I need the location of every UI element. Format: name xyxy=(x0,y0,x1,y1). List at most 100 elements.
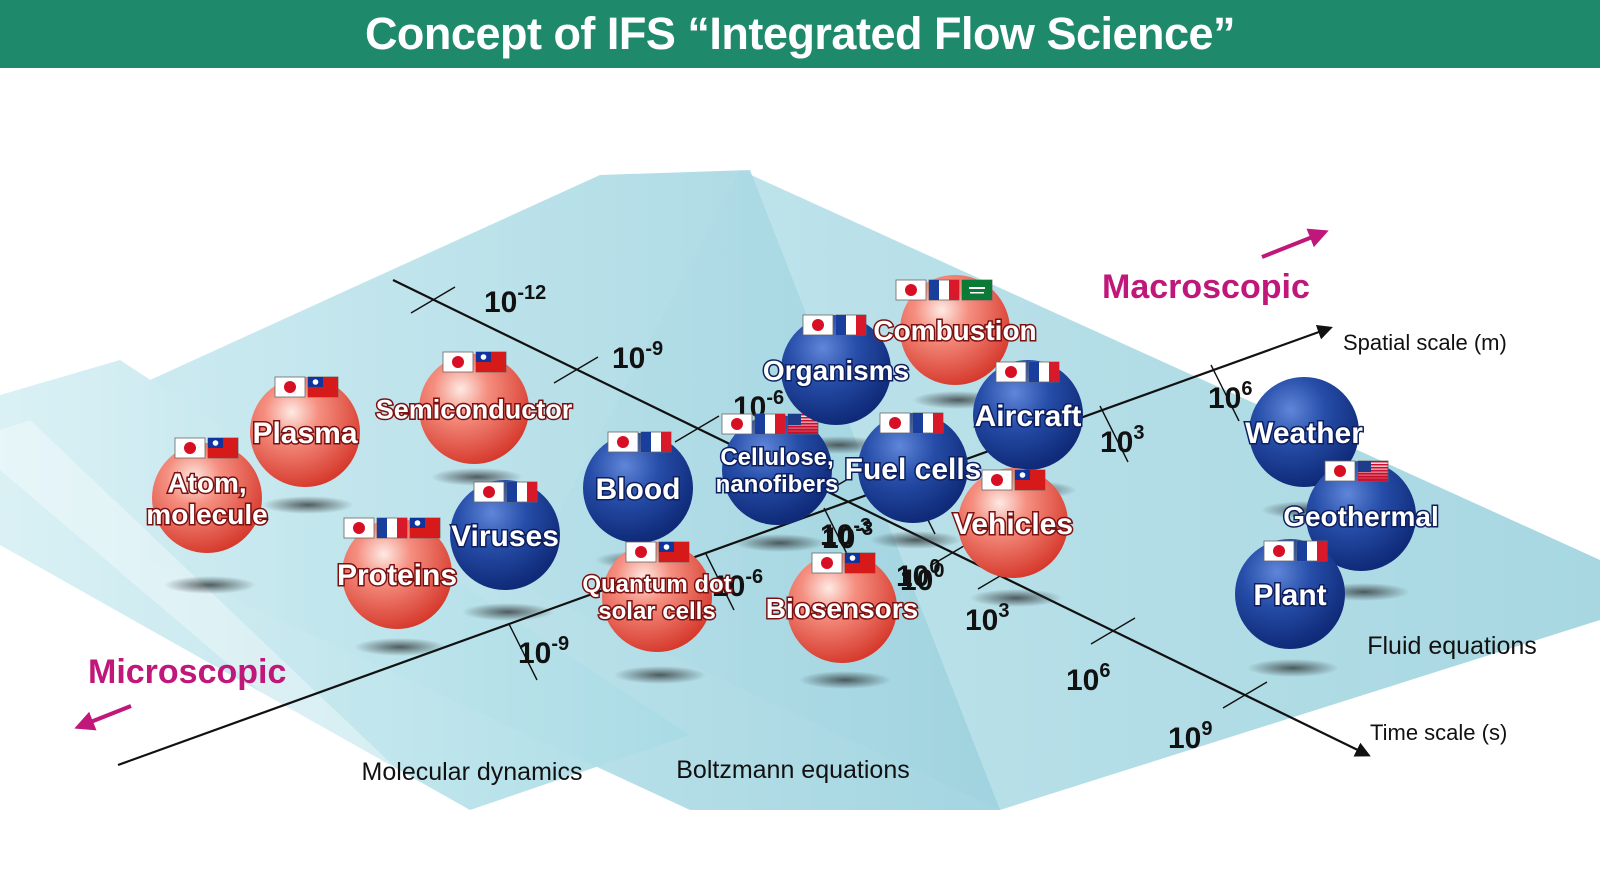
flag-jp-icon xyxy=(995,361,1027,383)
sphere-semiconductor-flags xyxy=(442,351,507,373)
flag-tw-icon xyxy=(307,376,339,398)
sphere-vehicles: Vehicles xyxy=(951,468,1075,578)
sphere-label: Proteins xyxy=(337,559,457,592)
sphere-semiconductor: Semiconductor xyxy=(374,351,574,464)
time-tick-mark xyxy=(1090,617,1136,645)
sphere-label: Plasma xyxy=(252,417,357,450)
sphere-viruses-flags xyxy=(473,481,538,503)
flag-jp-icon xyxy=(981,469,1013,491)
spatial-axis-line xyxy=(117,324,1333,767)
time-tick-mark xyxy=(553,356,599,384)
sphere-viruses: Viruses xyxy=(450,480,560,590)
page-title: Concept of IFS “Integrated Flow Science” xyxy=(364,8,1236,59)
sphere-organisms-ball xyxy=(781,315,891,425)
time-axis-line xyxy=(392,279,1371,757)
sphere-plant-ball xyxy=(1235,539,1345,649)
sphere-shadow xyxy=(734,534,826,552)
flag-jp-icon xyxy=(625,541,657,563)
sphere-viruses-ball xyxy=(450,480,560,590)
flag-tw-icon xyxy=(1014,469,1046,491)
flag-us-icon xyxy=(1357,460,1389,482)
flag-jp-icon xyxy=(811,552,843,574)
sphere-combustion-flags xyxy=(895,279,993,301)
sphere-quantum-ball xyxy=(602,542,712,652)
sphere-semiconductor-ball xyxy=(419,354,529,464)
flag-jp-icon xyxy=(343,517,375,539)
sphere-weather-ball xyxy=(1249,377,1359,487)
microscopic-arrow xyxy=(74,704,132,731)
time-axis-label: Time scale (s) xyxy=(1370,720,1507,745)
flag-tw-icon xyxy=(409,517,441,539)
sphere-organisms-flags xyxy=(802,314,867,336)
flag-jp-icon xyxy=(879,412,911,434)
region-label-fluid: Fluid equations xyxy=(1367,632,1537,660)
spatial-tick-label: 10-9 xyxy=(518,633,569,670)
flag-sa-icon xyxy=(961,279,993,301)
sphere-combustion-ball xyxy=(900,275,1010,385)
sphere-biosensors: Biosensors xyxy=(764,552,920,663)
sphere-plasma-flags xyxy=(274,376,339,398)
sphere-vehicles-flags xyxy=(981,469,1046,491)
sphere-biosensors-flags xyxy=(811,552,876,574)
sphere-proteins-ball xyxy=(342,519,452,629)
flag-fr-icon xyxy=(506,481,538,503)
microscopic-label: Microscopic xyxy=(88,653,286,691)
sphere-label: Blood xyxy=(596,473,681,506)
sphere-fuelcells-flags xyxy=(879,412,944,434)
sphere-cellulose-ball xyxy=(722,415,832,525)
spatial-axis-label: Spatial scale (m) xyxy=(1343,330,1507,355)
flag-jp-icon xyxy=(895,279,927,301)
sphere-proteins-flags xyxy=(343,517,441,539)
sphere-fuelcells-ball xyxy=(858,413,968,523)
spatial-tick-mark xyxy=(1099,405,1129,463)
sphere-blood-flags xyxy=(607,431,672,453)
flag-tw-icon xyxy=(844,552,876,574)
sphere-shadow xyxy=(870,531,962,549)
spatial-tick-label: 10-3 xyxy=(820,515,871,552)
sphere-label: Fuel cells xyxy=(845,453,982,486)
spatial-tick-label: 106 xyxy=(1208,378,1253,415)
sphere-atom: Atom,molecule xyxy=(145,437,269,553)
sphere-plant-flags xyxy=(1263,540,1328,562)
flag-fr-icon xyxy=(640,431,672,453)
sphere-biosensors-ball xyxy=(787,553,897,663)
time-tick-label: 100 xyxy=(900,560,945,597)
time-tick-mark xyxy=(1222,681,1268,709)
sphere-weather: Weather xyxy=(1244,377,1365,487)
sphere-geothermal: Geothermal xyxy=(1282,460,1440,571)
sphere-label: Combustion xyxy=(873,315,1036,346)
sphere-cellulose: Cellulose,nanofibers xyxy=(714,413,840,525)
time-tick-label: 106 xyxy=(1066,660,1111,697)
sphere-combustion: Combustion xyxy=(872,275,1038,385)
sphere-label: Organisms xyxy=(763,355,909,386)
sphere-label: nanofibers xyxy=(716,471,839,498)
sphere-shadow xyxy=(354,638,446,656)
sphere-blood-ball xyxy=(583,433,693,543)
spatial-tick-label: 100 xyxy=(896,556,941,593)
sphere-label: Vehicles xyxy=(953,508,1073,541)
sphere-shadow xyxy=(614,666,706,684)
sphere-shadow xyxy=(164,576,256,594)
flag-jp-icon xyxy=(802,314,834,336)
sphere-shadow xyxy=(462,603,554,621)
sphere-label: solar cells xyxy=(598,598,715,625)
sphere-quantum-flags xyxy=(625,541,690,563)
sphere-plasma: Plasma xyxy=(250,376,360,487)
spatial-tick-mark xyxy=(508,623,538,681)
sphere-shadow xyxy=(799,671,891,689)
sphere-plasma-ball xyxy=(250,377,360,487)
flag-tw-icon xyxy=(475,351,507,373)
spatial-tick-mark xyxy=(705,553,735,611)
spatial-tick-mark xyxy=(1210,364,1240,422)
flag-jp-icon xyxy=(442,351,474,373)
time-tick-mark xyxy=(674,415,720,443)
flag-fr-icon xyxy=(754,413,786,435)
sphere-fuelcells: Fuel cells xyxy=(843,412,983,523)
time-tick-label: 10-3 xyxy=(822,518,873,555)
sphere-label: Cellulose, xyxy=(720,444,833,471)
flag-jp-icon xyxy=(274,376,306,398)
